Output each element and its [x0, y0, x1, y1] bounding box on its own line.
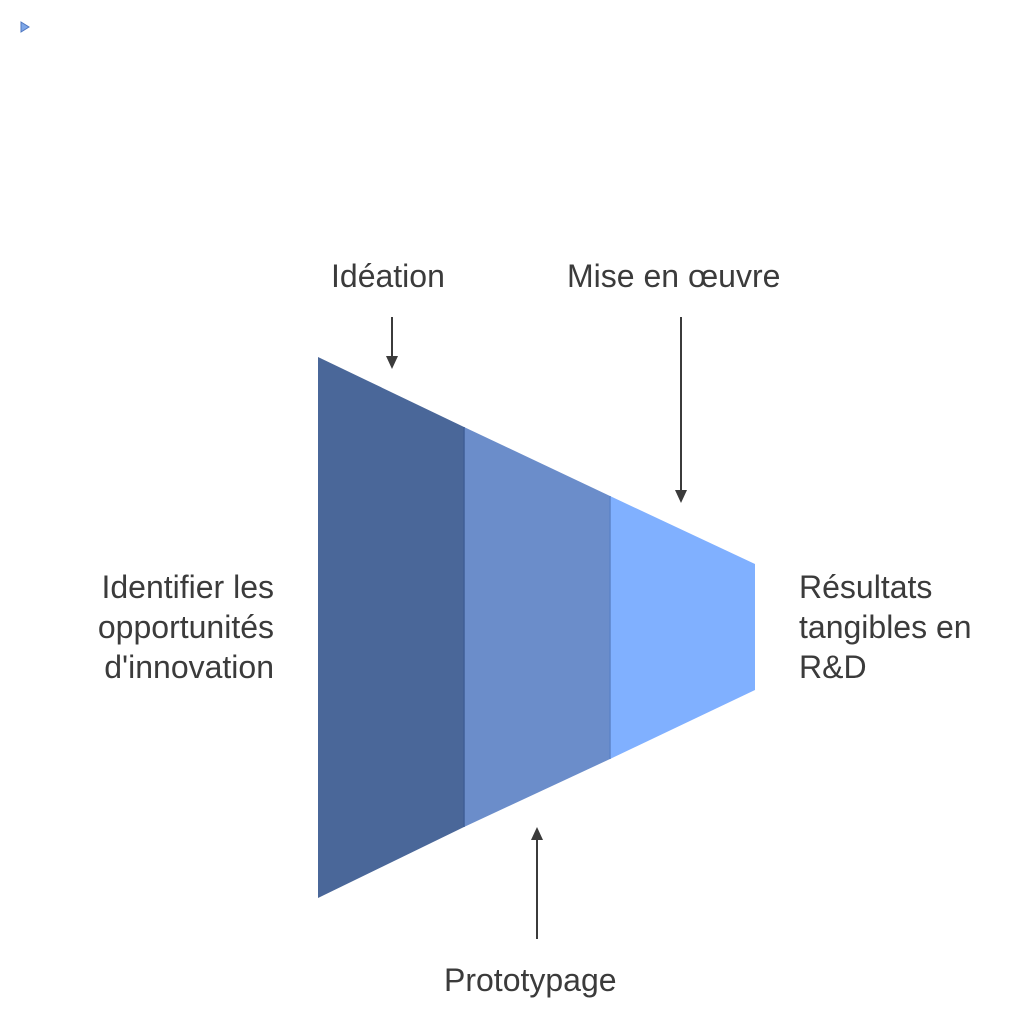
- ideation-arrow-head: [386, 356, 398, 369]
- label-identify-opportunities: Identifier les opportunités d'innovation: [98, 567, 274, 687]
- label-line: Identifier les: [101, 569, 274, 605]
- implementation-arrow-head: [675, 490, 687, 503]
- label-tangible-results: Résultats tangibles en R&D: [799, 567, 972, 687]
- triangle-right-icon: [20, 20, 30, 38]
- funnel-stage-3: [610, 496, 755, 759]
- funnel-stage-1: [318, 357, 464, 898]
- label-implementation: Mise en œuvre: [567, 258, 781, 294]
- funnel-stage-2: [464, 427, 610, 827]
- label-line: opportunités: [97, 609, 274, 645]
- label-line: tangibles en: [799, 609, 972, 645]
- label-ideation: Idéation: [331, 258, 445, 294]
- label-line: d'innovation: [104, 649, 274, 685]
- label-line: Résultats: [799, 569, 933, 605]
- label-line: R&D: [799, 649, 867, 685]
- label-prototyping: Prototypage: [444, 962, 617, 998]
- prototyping-arrow-head: [531, 827, 543, 840]
